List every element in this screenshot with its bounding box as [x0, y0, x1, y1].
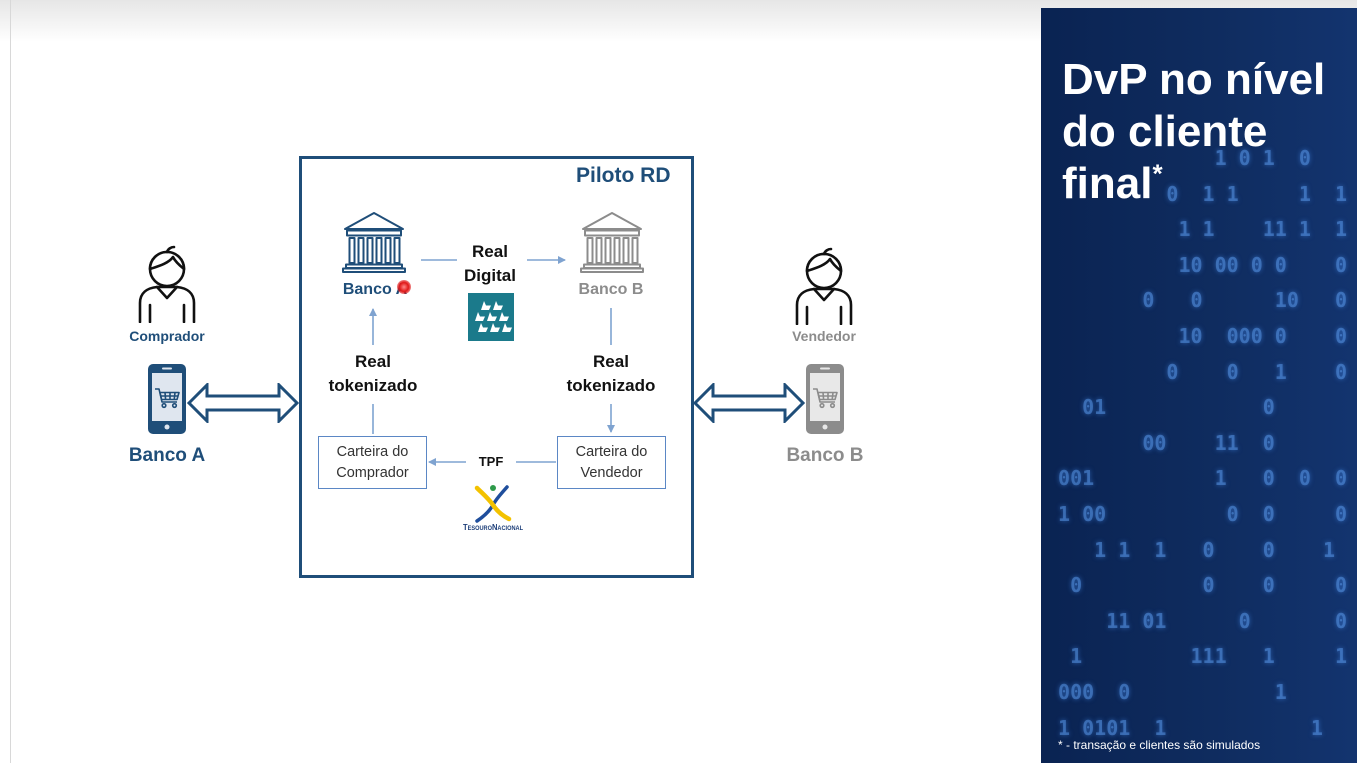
slide-left-border	[10, 0, 11, 763]
phone-home-button	[164, 424, 170, 430]
seller-bank-label: Banco B	[786, 445, 864, 466]
buyer-channel-double-arrow-icon	[187, 383, 299, 423]
seller-phone-icon	[806, 364, 844, 434]
tesouro-nacional-logo: TesouroNacional	[463, 485, 523, 532]
binary-background: 1 0 1 0 0 1 1 1 1 1 1 11 1 1 10 00 0 0 0…	[1041, 8, 1357, 763]
phone-home-button	[822, 424, 828, 430]
title-footnote-marker: *	[1152, 158, 1163, 189]
title-line-with-footnote-marker: final*	[1062, 158, 1325, 210]
title-panel: 1 0 1 0 0 1 1 1 1 1 1 11 1 1 10 00 0 0 0…	[1041, 8, 1357, 763]
binary-digit-row: 10 000 0 0	[1046, 324, 1357, 348]
tokenized-left-label-line: Real	[355, 352, 391, 371]
seller-wallet-box: Carteira do Vendedor	[557, 436, 666, 489]
buyer-bank-label: Banco A	[128, 445, 206, 466]
bank-b-icon	[580, 212, 644, 273]
binary-digit-row: 0 0 10 0	[1046, 288, 1357, 313]
binary-digit-row: 1 0101 1 1	[1046, 715, 1357, 740]
buyer-person-icon	[138, 245, 196, 323]
title-line: final	[1062, 159, 1153, 208]
real-digital-label-line: Real	[472, 242, 508, 261]
logo-yellow-stroke	[474, 485, 512, 522]
tokenized-left-label: Real tokenizado	[313, 350, 433, 398]
binary-digit-row: 1 0 1 0	[1046, 146, 1357, 170]
real-digital-logo	[468, 293, 514, 341]
slide-title: DvP no nível do cliente final*	[1062, 54, 1325, 210]
tokenized-right-label-line: tokenizado	[566, 376, 656, 395]
laser-pointer-dot	[397, 280, 411, 294]
binary-digit-row: 1 111 1 1	[1046, 644, 1357, 669]
real-digital-label: Real Digital	[440, 240, 540, 288]
title-line: DvP no nível	[1062, 55, 1326, 104]
title-line: do cliente	[1062, 107, 1268, 156]
binary-digit-row: 1 00 0 0 0	[1046, 502, 1357, 526]
buyer-wallet-label-line: Comprador	[336, 464, 409, 481]
binary-digit-row: 1 1 11 1 1	[1046, 217, 1357, 242]
binary-digit-row: 00 11 0	[1046, 430, 1357, 455]
logo-green-dot	[490, 485, 496, 491]
footnote: * - transação e clientes são simulados	[1058, 738, 1261, 752]
piloto-rd-frame	[299, 156, 694, 578]
tokenized-left-label-line: tokenizado	[328, 376, 418, 395]
tesouro-logo-text: TesouroNacional	[463, 523, 523, 532]
buyer-phone-icon	[148, 364, 186, 434]
binary-digit-row: 11 01 0 0	[1046, 608, 1357, 633]
buyer-wallet-box: Carteira do Comprador	[318, 436, 427, 489]
bank-b-label: Banco B	[578, 281, 644, 298]
seller-role-label: Vendedor	[792, 328, 856, 344]
buyer-wallet-label-line: Carteira do	[336, 443, 409, 460]
binary-digit-row: 0 1 1 1 1	[1046, 181, 1357, 206]
seller-channel-double-arrow-icon	[693, 383, 805, 423]
seller-wallet-label-line: Vendedor	[580, 464, 643, 481]
real-digital-label-line: Digital	[464, 266, 516, 285]
shopping-cart-icon	[813, 388, 838, 409]
frame-title: Piloto RD	[576, 164, 671, 187]
binary-digit-row: 01 0	[1046, 395, 1357, 420]
binary-digit-row: 000 0 1	[1046, 680, 1357, 704]
phone-speaker	[820, 367, 830, 370]
shopping-cart-icon	[155, 388, 180, 409]
phone-speaker	[162, 367, 172, 370]
seller-wallet-label-line: Carteira do	[575, 443, 648, 460]
tpf-label: TPF	[478, 454, 504, 469]
binary-digit-row: 0 0 1 0	[1046, 359, 1357, 384]
seller-person-icon	[795, 247, 853, 325]
binary-digit-row: 1 1 1 0 0 1	[1046, 537, 1357, 562]
tokenized-right-label: Real tokenizado	[551, 350, 671, 398]
bank-a-label: Banco A	[342, 281, 408, 298]
binary-digit-row: 10 00 0 0 0	[1046, 252, 1357, 277]
bank-a-icon	[342, 212, 406, 273]
binary-digit-row: 0 0 0 0	[1046, 573, 1357, 598]
real-digital-logo-glyphs	[475, 301, 512, 332]
binary-digit-row: 001 1 0 0 0	[1046, 466, 1357, 491]
buyer-role-label: Comprador	[129, 328, 205, 344]
tokenized-right-label-line: Real	[593, 352, 629, 371]
